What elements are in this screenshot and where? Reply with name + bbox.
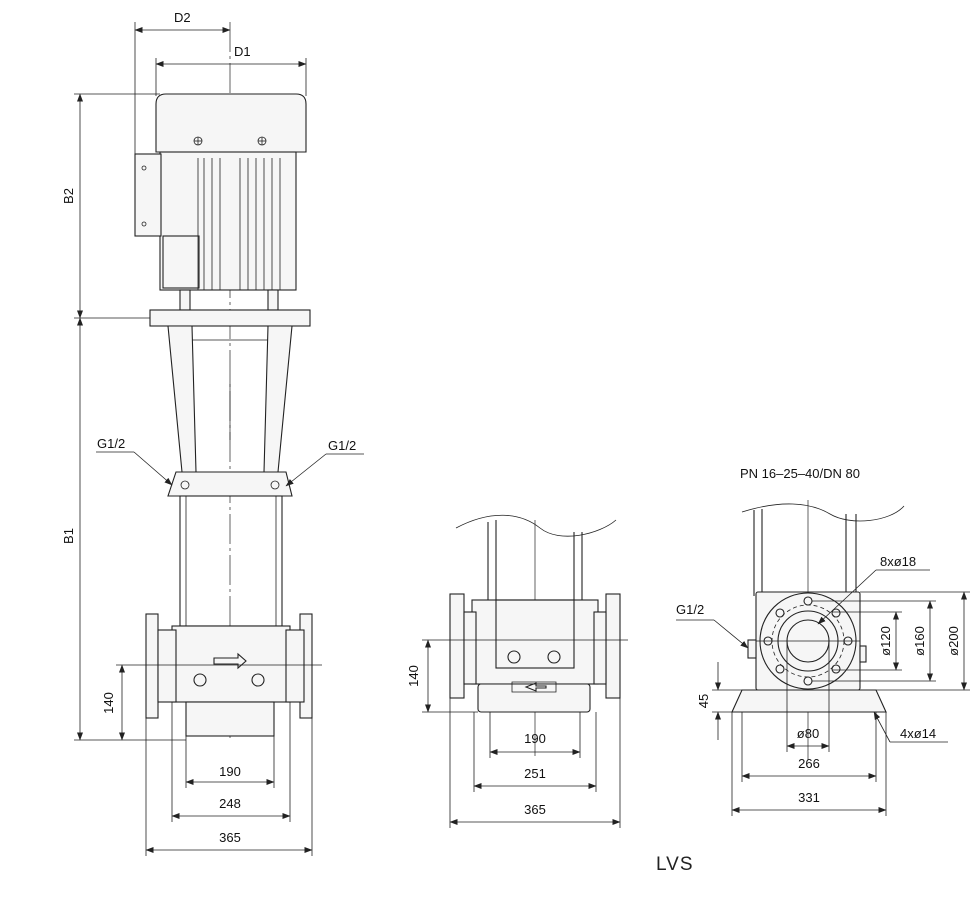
dim-45: 45 bbox=[696, 694, 711, 708]
dim-331: 331 bbox=[798, 790, 820, 805]
terminal-box bbox=[134, 153, 162, 237]
flow-arrow-icon bbox=[213, 652, 247, 670]
pump-head bbox=[167, 471, 293, 497]
dim-d2: D2 bbox=[174, 10, 191, 25]
dim-365: 365 bbox=[219, 830, 241, 845]
dim-d160: ø160 bbox=[912, 626, 927, 656]
dim-248: 248 bbox=[219, 796, 241, 811]
dim-b1: B1 bbox=[61, 528, 76, 544]
dim-d120: ø120 bbox=[878, 626, 893, 656]
dim-d200: ø200 bbox=[946, 626, 961, 656]
conn-left-label: G1/2 bbox=[97, 436, 125, 451]
feet-holes-label: 4xø14 bbox=[900, 726, 936, 741]
flange-spec: PN 16–25–40/DN 80 bbox=[740, 466, 860, 481]
dim-d1: D1 bbox=[234, 44, 251, 59]
mid-dim-365: 365 bbox=[524, 802, 546, 817]
middle-view: 140 190 251 365 bbox=[406, 514, 628, 828]
mid-flow-arrow-icon bbox=[524, 682, 547, 692]
motor-cover bbox=[155, 93, 307, 153]
right-view: PN 16–25–40/DN 80 bbox=[676, 466, 970, 816]
mid-pump-base bbox=[471, 599, 599, 685]
dim-b2: B2 bbox=[61, 188, 76, 204]
bolts-label: 8xø18 bbox=[880, 554, 916, 569]
dim-190: 190 bbox=[219, 764, 241, 779]
mid-dim-190: 190 bbox=[524, 731, 546, 746]
inlet-flange bbox=[145, 613, 159, 719]
dim-266: 266 bbox=[798, 756, 820, 771]
mid-dim-140: 140 bbox=[406, 665, 421, 687]
stage-casing bbox=[179, 495, 283, 627]
mid-dim-251: 251 bbox=[524, 766, 546, 781]
right-conn-label: G1/2 bbox=[676, 602, 704, 617]
motor-flange bbox=[149, 309, 311, 327]
dim-d80: ø80 bbox=[797, 726, 819, 741]
conn-right-label: G1/2 bbox=[328, 438, 356, 453]
cooling-fins bbox=[197, 158, 281, 290]
dim-140: 140 bbox=[101, 692, 116, 714]
left-view: D2 D1 B2 B1 G1/2 G1/2 140 190 248 bbox=[61, 10, 364, 856]
pump-foot bbox=[731, 689, 887, 713]
model-label: LVS bbox=[656, 854, 694, 875]
